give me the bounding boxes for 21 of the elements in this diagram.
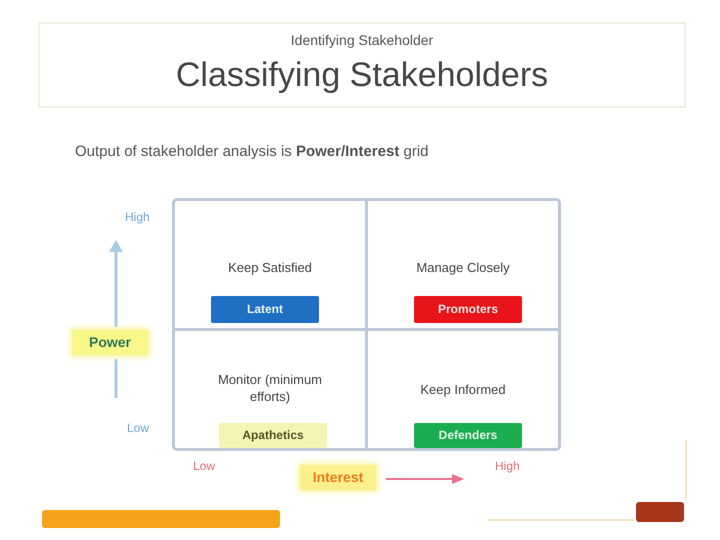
grid-quadrant <box>172 198 368 331</box>
stakeholder-tag: Defenders <box>414 423 522 448</box>
axis-end-label: Low <box>193 459 216 473</box>
grid-quadrant <box>365 198 561 331</box>
axis-end-label: Low <box>127 421 150 435</box>
quadrant-label: Keep Informed <box>420 381 506 398</box>
stakeholder-tag: Apathetics <box>219 423 327 448</box>
stakeholder-tag: Latent <box>211 296 319 323</box>
slide-title: Classifying Stakeholders <box>176 56 548 95</box>
quadrant-label: Monitor (minimum efforts) <box>216 371 323 405</box>
grid-quadrant <box>172 328 368 451</box>
axis-end-label: High <box>125 210 150 224</box>
axis-title: Power <box>72 330 148 355</box>
grid-quadrant <box>365 328 561 451</box>
axis-end-label: High <box>495 459 520 473</box>
stakeholder-tag: Promoters <box>414 296 522 323</box>
subtitle-text: Output of stakeholder analysis is Power/Interest grid <box>75 143 429 160</box>
section-heading: Identifying Stakeholder <box>290 32 434 48</box>
quadrant-label: Manage Closely <box>416 259 510 276</box>
quadrant-label: Keep Satisfied <box>228 259 312 276</box>
axis-title: Interest <box>300 465 376 490</box>
